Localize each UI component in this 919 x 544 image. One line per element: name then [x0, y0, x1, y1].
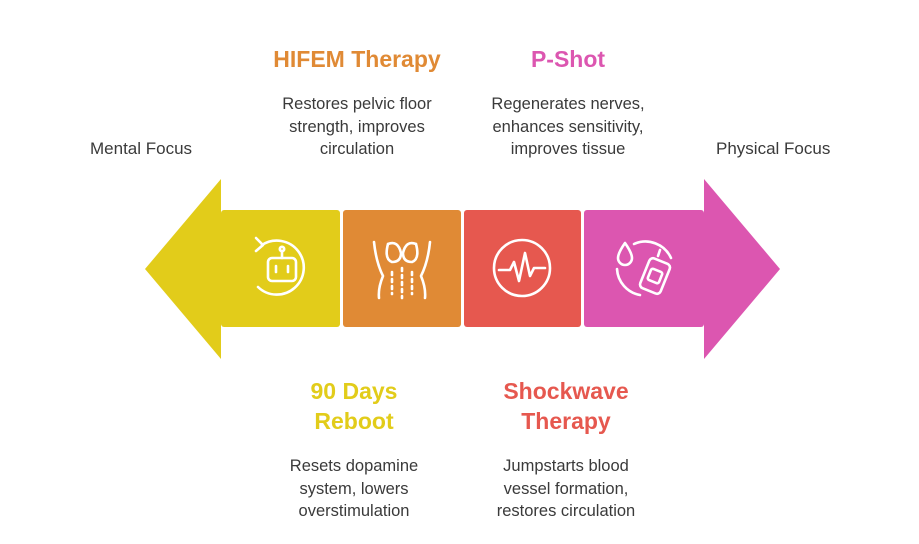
heartbeat-pulse-icon [492, 238, 552, 298]
mental-focus-label: Mental Focus [90, 139, 193, 158]
hifem-therapy-title: HIFEM Therapy [273, 46, 441, 72]
physical-focus-label: Physical Focus [716, 139, 831, 158]
shockwave-therapy-description: Jumpstarts blood vessel formation, resto… [496, 457, 636, 520]
hifem-therapy-description: Restores pelvic floor strength, improves… [282, 95, 432, 158]
shockwave-therapy-title: Shockwave Therapy [503, 378, 629, 434]
blood-drop-bag-icon [615, 240, 673, 297]
left-arrow-head [145, 179, 221, 359]
robot-refresh-icon [254, 236, 306, 296]
right-arrow-head [704, 179, 780, 359]
segment-p-shot [584, 210, 704, 327]
p-shot-description: Regenerates nerves, enhances sensitivity… [491, 95, 645, 158]
90-days-reboot-title: 90 Days Reboot [310, 378, 398, 434]
p-shot-title: P-Shot [530, 46, 606, 72]
muscle-torso-icon [372, 240, 432, 300]
90-days-reboot-description: Resets dopamine system, lowers overstimu… [289, 457, 419, 520]
segment-90-days-reboot [221, 210, 340, 327]
